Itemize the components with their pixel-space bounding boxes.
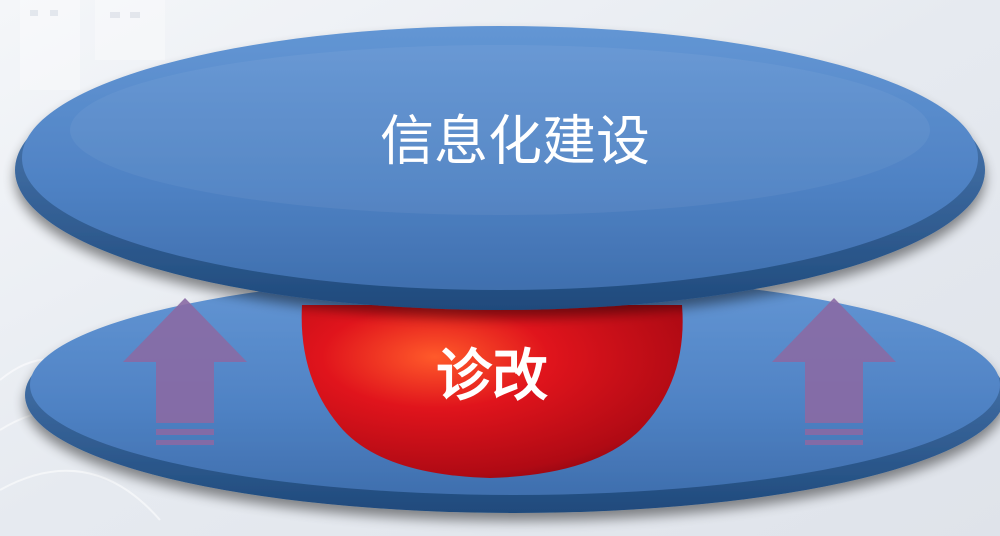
left-up-arrow-icon: [123, 298, 247, 445]
right-up-arrow-icon: [772, 298, 896, 445]
center-sphere-label: 诊改: [436, 344, 548, 409]
top-disc-label: 信息化建设: [380, 110, 650, 173]
center-sphere: 诊改: [301, 305, 683, 478]
top-disc: 信息化建设: [15, 26, 985, 310]
background-building-graphic: [20, 0, 165, 90]
